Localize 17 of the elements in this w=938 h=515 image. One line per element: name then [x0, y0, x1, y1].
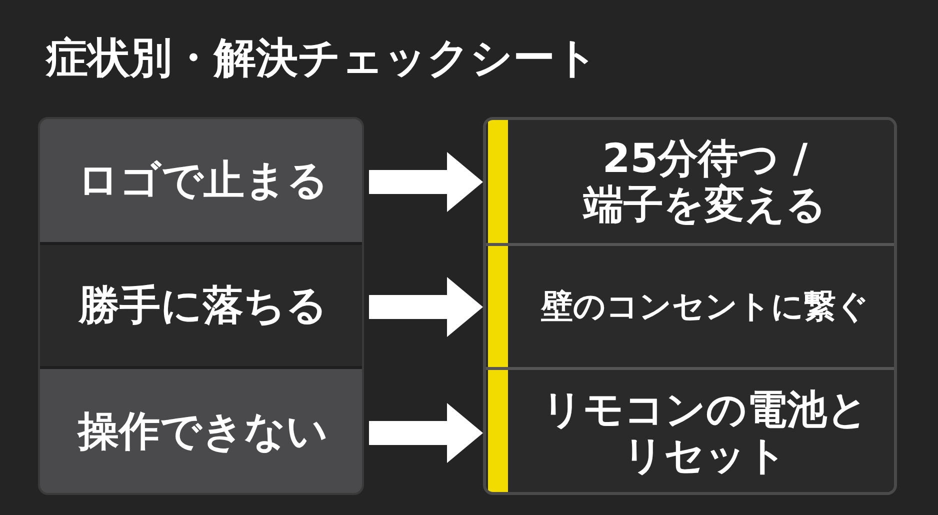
arrow	[369, 277, 483, 337]
solution-row	[486, 246, 894, 370]
solution-text: リモコンの電池とリセット	[541, 386, 869, 478]
symptom-text: ロゴで止まる	[78, 156, 328, 204]
solution-text: 25分待つ / 端子を変える	[582, 136, 828, 228]
arrow	[369, 403, 483, 463]
symptom-text: 操作できない	[78, 408, 328, 456]
symptom-panel	[38, 117, 364, 495]
symptom-text: 勝手に落ちる	[78, 282, 328, 330]
symptom-row	[40, 369, 362, 493]
solution-text: 壁のコンセントに繋ぐ	[541, 288, 869, 325]
solution-row	[486, 370, 894, 492]
symptom-row	[40, 119, 362, 245]
arrow	[369, 152, 483, 212]
solution-panel	[483, 117, 897, 495]
title: 症状別・解決チェックシート	[46, 32, 598, 84]
solution-row	[486, 120, 894, 246]
